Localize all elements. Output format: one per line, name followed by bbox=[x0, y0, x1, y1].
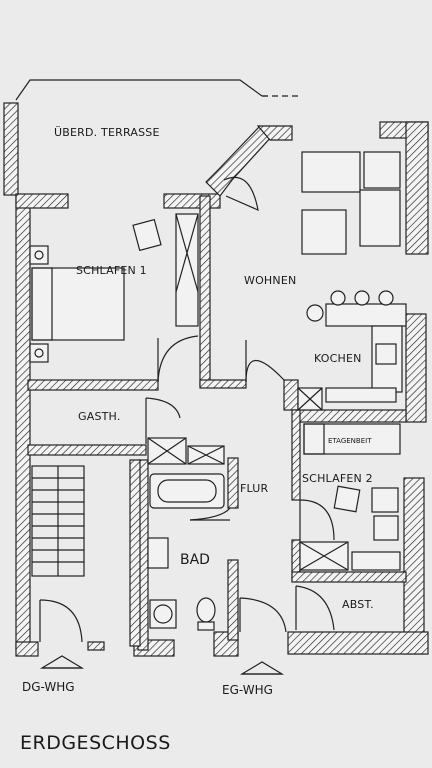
living-furniture bbox=[301, 151, 407, 327]
bedroom1-furniture bbox=[29, 213, 199, 363]
room-label-guest: GASTH. bbox=[78, 410, 121, 423]
room-label-living: WOHNEN bbox=[244, 274, 296, 287]
room-label-bedroom2: SCHLAFEN 2 bbox=[302, 472, 373, 485]
room-label-hallway: FLUR bbox=[240, 482, 269, 495]
room-label-kitchen: KOCHEN bbox=[314, 352, 362, 365]
bath-fixtures bbox=[147, 437, 225, 631]
entrance-marker-dg bbox=[39, 655, 85, 669]
entrance-label-eg: EG-WHG bbox=[222, 683, 273, 697]
entrance-label-dg: DG-WHG bbox=[22, 680, 75, 694]
terrace-outline bbox=[15, 79, 300, 101]
room-label-storage: ABST. bbox=[342, 598, 374, 611]
room-label-bedroom1: SCHLAFEN 1 bbox=[76, 264, 147, 277]
entrance-marker-eg bbox=[239, 661, 285, 675]
exterior-walls bbox=[3, 102, 429, 657]
interior-walls bbox=[27, 195, 407, 651]
bedroom2-furniture bbox=[299, 423, 401, 571]
kitchen-furniture bbox=[297, 325, 403, 411]
bunk-bed-label: ETAGENBEIT bbox=[328, 437, 372, 445]
doors bbox=[39, 176, 335, 643]
room-label-bath: BAD bbox=[180, 552, 210, 568]
stairs bbox=[31, 465, 85, 577]
plan-title: ERDGESCHOSS bbox=[20, 732, 171, 754]
room-label-terrace: ÜBERD. TERRASSE bbox=[54, 126, 160, 139]
